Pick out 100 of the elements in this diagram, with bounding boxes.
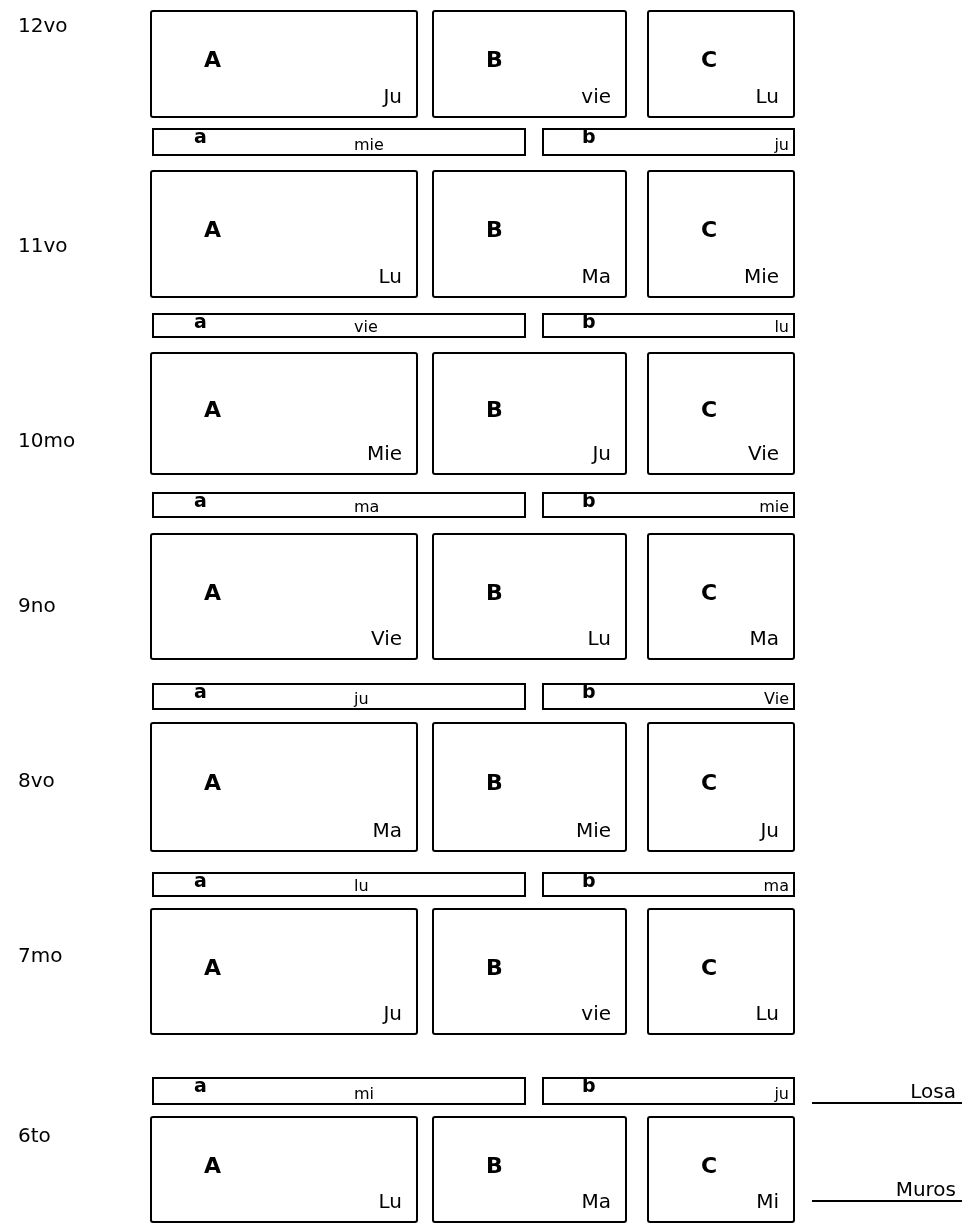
panel-letter: A [204, 218, 222, 241]
wall-panel [647, 352, 795, 475]
panel-letter: C [701, 48, 718, 71]
floor-label: 8vo [18, 770, 55, 790]
day-label: Lu [755, 1003, 779, 1023]
day-label: mie [759, 499, 789, 515]
wall-panel [432, 352, 627, 475]
panel-letter: A [204, 956, 222, 979]
day-label: ju [774, 137, 789, 153]
wall-panel [150, 533, 418, 660]
slab-strip [542, 872, 795, 897]
panel-letter: B [486, 48, 503, 71]
day-label: Lu [378, 1191, 402, 1211]
wall-panel [647, 908, 795, 1035]
panel-letter: C [701, 1154, 718, 1177]
day-label: Ju [592, 443, 611, 463]
wall-panel [150, 908, 418, 1035]
slab-letter: a [194, 682, 207, 701]
wall-panel [647, 10, 795, 118]
panel-letter: C [701, 771, 718, 794]
day-label: Lu [378, 266, 402, 286]
panel-letter: C [701, 956, 718, 979]
slab-strip [542, 683, 795, 710]
wall-panel [647, 1116, 795, 1223]
day-label: mi [354, 1086, 375, 1102]
floor-label: 9no [18, 595, 56, 615]
slab-strip [152, 313, 526, 338]
slab-strip [542, 313, 795, 338]
slab-strip [152, 128, 526, 156]
day-label: lu [774, 319, 789, 335]
slab-strip [152, 492, 526, 518]
slab-letter: a [194, 1076, 207, 1095]
floor-label: 6to [18, 1125, 51, 1145]
day-label: Vie [370, 628, 402, 648]
element-label: Muros [812, 1178, 962, 1202]
wall-panel [432, 908, 627, 1035]
day-label: Ju [383, 1003, 402, 1023]
floor-label: 11vo [18, 235, 68, 255]
slab-letter: a [194, 491, 207, 510]
panel-letter: B [486, 956, 503, 979]
wall-panel [432, 722, 627, 852]
day-label: Ma [581, 266, 611, 286]
day-label: Lu [755, 86, 779, 106]
wall-panel [647, 170, 795, 298]
panel-letter: B [486, 771, 503, 794]
wall-panel [432, 533, 627, 660]
slab-strip [542, 1077, 795, 1105]
day-label: ju [774, 1086, 789, 1102]
day-label: vie [581, 1003, 611, 1023]
floor-label: 12vo [18, 15, 68, 35]
day-label: Ju [760, 820, 779, 840]
slab-letter: a [194, 127, 207, 146]
day-label: Ma [581, 1191, 611, 1211]
day-label: Ma [372, 820, 402, 840]
slab-strip [152, 872, 526, 897]
day-label: Lu [587, 628, 611, 648]
panel-letter: B [486, 581, 503, 604]
element-label: Losa [812, 1080, 962, 1104]
day-label: Vie [747, 443, 779, 463]
day-label: ju [354, 691, 369, 707]
wall-panel [150, 1116, 418, 1223]
wall-panel [432, 170, 627, 298]
day-label: Mie [743, 266, 779, 286]
day-label: ma [763, 878, 789, 894]
panel-letter: B [486, 398, 503, 421]
panel-letter: A [204, 771, 222, 794]
day-label: Vie [764, 691, 789, 707]
slab-letter: a [194, 871, 207, 890]
day-label: ma [354, 499, 380, 515]
day-label: vie [354, 319, 378, 335]
panel-letter: A [204, 48, 222, 71]
day-label: Mi [756, 1191, 779, 1211]
slab-strip [152, 1077, 526, 1105]
wall-panel [432, 10, 627, 118]
panel-letter: A [204, 581, 222, 604]
day-label: Mie [366, 443, 402, 463]
day-label: Ju [383, 86, 402, 106]
panel-letter: B [486, 218, 503, 241]
slab-strip [542, 128, 795, 156]
panel-letter: A [204, 1154, 222, 1177]
day-label: Mie [575, 820, 611, 840]
panel-letter: B [486, 1154, 503, 1177]
wall-panel [150, 170, 418, 298]
wall-panel [150, 722, 418, 852]
day-label: vie [581, 86, 611, 106]
floor-label: 10mo [18, 430, 76, 450]
panel-letter: A [204, 398, 222, 421]
slab-strip [152, 683, 526, 710]
slab-strip [542, 492, 795, 518]
day-label: lu [354, 878, 369, 894]
panel-letter: C [701, 398, 718, 421]
panel-letter: C [701, 218, 718, 241]
wall-panel [432, 1116, 627, 1223]
day-label: Ma [749, 628, 779, 648]
wall-panel [150, 10, 418, 118]
panel-letter: C [701, 581, 718, 604]
day-label: mie [354, 137, 384, 153]
floor-label: 7mo [18, 945, 63, 965]
wall-panel [150, 352, 418, 475]
wall-panel [647, 722, 795, 852]
